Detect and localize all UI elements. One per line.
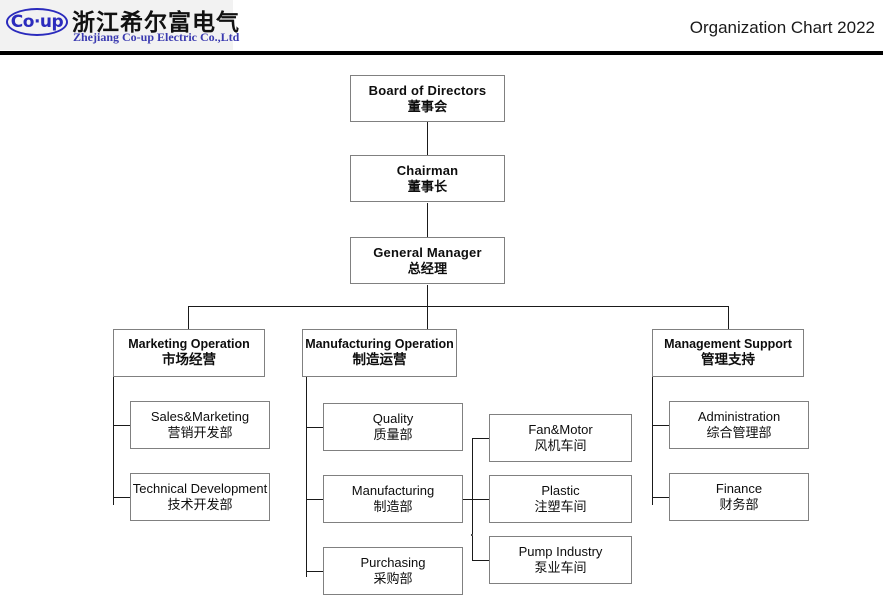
connector-bus-to-management [728, 306, 729, 329]
node-quality[interactable]: Quality 质量部 [323, 403, 463, 451]
connector-board-to-chairman [427, 121, 428, 155]
node-label-cn: 董事长 [407, 178, 448, 194]
node-label-en: Fan&Motor [528, 422, 593, 438]
connector-manufacturing-spine [306, 377, 307, 577]
node-label-en: Plastic [541, 483, 580, 499]
node-label-cn: 营销开发部 [167, 425, 233, 440]
node-label-cn: 总经理 [407, 260, 448, 276]
node-manufacturing-operation[interactable]: Manufacturing Operation 制造运营 [302, 329, 457, 377]
node-label-cn: 综合管理部 [706, 425, 772, 440]
node-label-cn: 风机车间 [534, 438, 587, 453]
node-label-cn: 市场经营 [162, 352, 216, 368]
org-chart-canvas: Board of Directors 董事会 Chairman 董事长 Gene… [0, 55, 883, 597]
node-technical-development[interactable]: Technical Development 技术开发部 [130, 473, 270, 521]
node-chairman[interactable]: Chairman 董事长 [350, 155, 505, 202]
node-label-en: Management Support [664, 337, 792, 352]
node-label-cn: 董事会 [407, 98, 448, 114]
connector-marketing-spine [113, 377, 114, 505]
connector-artifact-dot [471, 534, 473, 536]
node-purchasing[interactable]: Purchasing 采购部 [323, 547, 463, 595]
node-label-en: General Manager [373, 244, 482, 260]
connector-workshop-to-fanmotor [472, 438, 489, 439]
node-finance[interactable]: Finance 财务部 [669, 473, 809, 521]
connector-gm-drop [427, 285, 428, 307]
node-label-en: Sales&Marketing [150, 409, 250, 425]
node-label-en: Administration [697, 409, 781, 425]
header-divider [0, 51, 883, 55]
node-sales-marketing[interactable]: Sales&Marketing 营销开发部 [130, 401, 270, 449]
node-label-en: Technical Development [132, 481, 268, 497]
node-label-cn: 管理支持 [701, 352, 755, 368]
connector-marketing-to-sales [113, 425, 130, 426]
company-name-cn: 浙江希尔富电气 [72, 10, 240, 36]
node-label-cn: 财务部 [719, 497, 759, 512]
node-label-en: Board of Directors [368, 82, 487, 98]
node-label-en: Chairman [396, 162, 459, 178]
node-fan-and-motor[interactable]: Fan&Motor 风机车间 [489, 414, 632, 462]
connector-bus-to-marketing [188, 306, 189, 329]
node-label-en: Pump Industry [518, 544, 603, 560]
connector-management-spine [652, 377, 653, 505]
node-manufacturing[interactable]: Manufacturing 制造部 [323, 475, 463, 523]
page-title: Organization Chart 2022 [689, 18, 875, 37]
page-header: Co·up 浙江希尔富电气 Zhejiang Co-up Electric Co… [0, 0, 883, 52]
connector-marketing-to-techdev [113, 497, 130, 498]
node-label-en: Manufacturing Operation [305, 337, 454, 352]
node-label-cn: 质量部 [373, 427, 413, 442]
node-pump-industry[interactable]: Pump Industry 泵业车间 [489, 536, 632, 584]
node-label-cn: 采购部 [373, 571, 413, 586]
connector-workshop-to-pump [472, 560, 489, 561]
node-label-en: Quality [372, 411, 414, 427]
node-label-en: Finance [715, 481, 763, 497]
node-label-cn: 注塑车间 [534, 499, 587, 514]
node-administration[interactable]: Administration 综合管理部 [669, 401, 809, 449]
connector-management-to-administration [652, 425, 669, 426]
node-management-support[interactable]: Management Support 管理支持 [652, 329, 804, 377]
company-name-en: Zhejiang Co-up Electric Co.,Ltd [73, 30, 240, 44]
node-label-en: Purchasing [360, 555, 426, 571]
connector-workshop-to-plastic [472, 499, 489, 500]
connector-manufacturing-to-quality [306, 427, 323, 428]
node-label-cn: 泵业车间 [534, 560, 587, 575]
node-label-cn: 技术开发部 [167, 497, 233, 512]
node-board-of-directors[interactable]: Board of Directors 董事会 [350, 75, 505, 122]
connector-division-bus [188, 306, 729, 307]
connector-manufacturing-to-mfg [306, 499, 323, 500]
node-label-en: Manufacturing [351, 483, 435, 499]
node-marketing-operation[interactable]: Marketing Operation 市场经营 [113, 329, 265, 377]
node-label-en: Marketing Operation [128, 337, 250, 352]
node-general-manager[interactable]: General Manager 总经理 [350, 237, 505, 284]
node-label-cn: 制造部 [373, 499, 413, 514]
connector-manufacturing-to-purchasing [306, 571, 323, 572]
connector-management-to-finance [652, 497, 669, 498]
node-plastic[interactable]: Plastic 注塑车间 [489, 475, 632, 523]
company-logo-plate: Co·up 浙江希尔富电气 Zhejiang Co-up Electric Co… [0, 0, 239, 50]
logo-mark-label: Co·up [10, 11, 64, 32]
connector-mfg-to-workshop-spine [455, 499, 473, 500]
connector-bus-to-manufacturing [427, 306, 428, 329]
connector-chairman-to-gm [427, 203, 428, 237]
node-label-cn: 制造运营 [352, 352, 407, 368]
co-up-logo-icon: Co·up [6, 8, 68, 36]
